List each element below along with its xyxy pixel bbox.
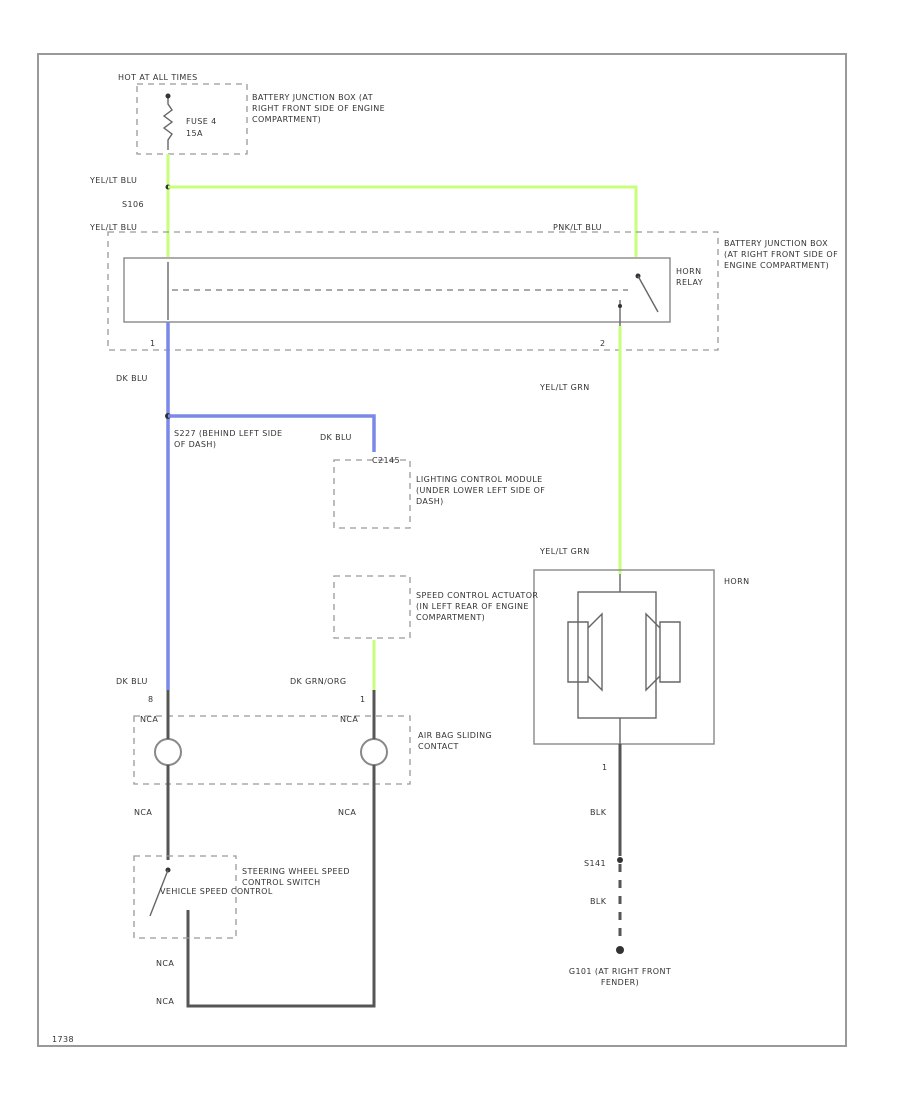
horn-box <box>533 569 715 745</box>
airbag-label: AIR BAG SLIDING CONTACT <box>418 731 493 751</box>
relay-contact-dot <box>618 304 622 308</box>
hot-at-all-times-label: HOT AT ALL TIMES <box>118 73 198 82</box>
g101-label-wrap: G101 (AT RIGHT FRONT FENDER) <box>568 967 672 987</box>
bjb-right-label: BATTERY JUNCTION BOX (AT RIGHT FRONT SID… <box>724 239 839 270</box>
speed-ctrl-label: SPEED CONTROL ACTUATOR (IN LEFT REAR OF … <box>416 591 539 622</box>
lcm-connector-label: C2145 <box>372 456 400 465</box>
s141-label: S141 <box>584 859 606 868</box>
horn-inner-circuit <box>577 591 657 719</box>
bjb-top-label: BATTERY JUNCTION BOX (AT RIGHT FRONT SID… <box>252 93 386 124</box>
fuse-block-box <box>136 83 248 155</box>
blk-label-1: BLK <box>590 808 607 817</box>
relay-bjb-box <box>107 231 719 351</box>
bjb-right-label-wrap: BATTERY JUNCTION BOX (AT RIGHT FRONT SID… <box>724 239 839 270</box>
switch-blade <box>149 869 169 917</box>
dk-blu-label-2: DK BLU <box>320 433 352 442</box>
horn-label: HORN <box>724 577 749 586</box>
pin-2-relay: 2 <box>600 339 606 348</box>
pin-1-airbag: 1 <box>360 695 366 704</box>
lcm-label: LIGHTING CONTROL MODULE (UNDER LOWER LEF… <box>416 475 546 506</box>
diagram-frame <box>37 53 847 1047</box>
yel-lt-grn-label-2: YEL/LT GRN <box>539 547 590 556</box>
bjb-top-label-wrap: BATTERY JUNCTION BOX (AT RIGHT FRONT SID… <box>252 93 386 124</box>
fuse-top-terminal <box>165 93 171 99</box>
relay-switch-blade <box>637 275 659 313</box>
yel-lt-blu-label-1: YEL/LT BLU <box>89 176 137 185</box>
horn-relay-box <box>123 257 671 323</box>
airbag-label-wrap: AIR BAG SLIDING CONTACT <box>418 731 493 751</box>
g101-label: G101 (AT RIGHT FRONT FENDER) <box>568 967 672 987</box>
steering-label: STEERING WHEEL SPEED CONTROL SWITCH <box>242 867 350 887</box>
steering-label-wrap: STEERING WHEEL SPEED CONTROL SWITCH <box>242 867 350 887</box>
steering-switch-label: VEHICLE SPEED CONTROL <box>160 887 273 896</box>
ground-g101 <box>616 946 624 954</box>
wire-s106-to-relay <box>168 185 638 257</box>
speed-control-actuator-box <box>333 575 411 639</box>
splice-s141 <box>617 857 623 863</box>
horn-relay-label: HORN RELAY <box>676 267 703 287</box>
blk-label-2: BLK <box>590 897 607 906</box>
lcm-box <box>333 459 411 529</box>
s106-label: S106 <box>122 200 144 209</box>
dk-blu-label-1: DK BLU <box>116 374 148 383</box>
yel-lt-blu-label-2: YEL/LT BLU <box>89 223 137 232</box>
pin-1-horn: 1 <box>602 763 608 772</box>
nca-label-1: NCA <box>140 715 158 724</box>
wire-airbag-right-out <box>186 765 376 1008</box>
steering-wheel-switch-box <box>133 855 237 939</box>
speed-ctrl-label-wrap: SPEED CONTROL ACTUATOR (IN LEFT REAR OF … <box>416 591 539 622</box>
s227-label-wrap: S227 (BEHIND LEFT SIDE OF DASH) <box>174 429 283 449</box>
horn-relay-label-wrap: HORN RELAY <box>676 267 703 287</box>
lcm-label-wrap: LIGHTING CONTROL MODULE (UNDER LOWER LEF… <box>416 475 546 506</box>
yel-lt-grn-label-1: YEL/LT GRN <box>539 383 590 392</box>
pin-8: 8 <box>148 695 154 704</box>
pnk-lt-blu-label: PNK/LT BLU <box>553 223 602 232</box>
clockspring-left <box>154 738 182 766</box>
airbag-sliding-contact-box <box>133 715 411 785</box>
horn-speaker-right <box>645 612 681 692</box>
nca-label-2: NCA <box>340 715 358 724</box>
horn-speaker-left <box>567 612 603 692</box>
nca-label-6: NCA <box>156 997 174 1006</box>
fuse-amps-label: 15A <box>186 129 203 138</box>
s227-label: S227 (BEHIND LEFT SIDE OF DASH) <box>174 429 283 449</box>
nca-label-5: NCA <box>156 959 174 968</box>
diagram-code: 1738 <box>52 1035 74 1044</box>
wire-dk-blu-to-lcm <box>168 414 376 452</box>
dk-blu-label-3: DK BLU <box>116 677 148 686</box>
clockspring-right <box>360 738 388 766</box>
nca-label-4: NCA <box>338 808 356 817</box>
nca-label-3: NCA <box>134 808 152 817</box>
dk-grn-org-label: DK GRN/ORG <box>290 677 346 686</box>
fuse-symbol <box>162 96 174 150</box>
pin-1-relay: 1 <box>150 339 156 348</box>
fuse-label: FUSE 4 <box>186 117 217 126</box>
